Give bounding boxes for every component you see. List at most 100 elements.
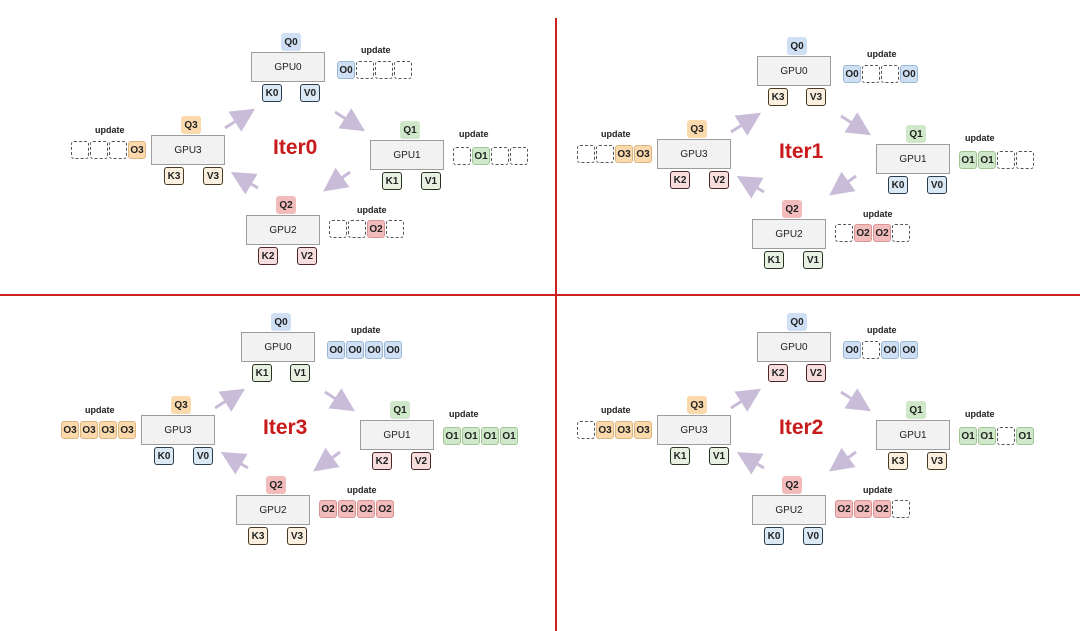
output-slot: O1 <box>978 427 996 445</box>
ring-arrow <box>313 447 341 472</box>
ring-arrow <box>730 388 762 412</box>
output-slot: O2 <box>854 500 872 518</box>
output-slot <box>329 220 347 238</box>
output-slot: O0 <box>843 341 861 359</box>
ring-arrow <box>829 447 857 472</box>
ring-arrow <box>840 112 872 136</box>
update-label: update <box>965 133 995 143</box>
output-buffer: O0 O0 <box>843 65 919 83</box>
update-label: update <box>601 405 631 415</box>
gpu-box: GPU0 <box>757 332 831 362</box>
output-slot: O0 <box>900 65 918 83</box>
value-chip: V0 <box>927 176 947 194</box>
value-chip: V0 <box>300 84 320 102</box>
query-chip: Q3 <box>687 396 707 414</box>
output-slot: O1 <box>443 427 461 445</box>
output-slot: O0 <box>327 341 345 359</box>
output-slot <box>577 145 595 163</box>
output-slot <box>881 65 899 83</box>
output-slot: O2 <box>873 500 891 518</box>
ring-arrow <box>736 175 765 199</box>
key-chip: K1 <box>382 172 402 190</box>
output-slot <box>394 61 412 79</box>
output-slot: O2 <box>376 500 394 518</box>
ring-arrow <box>323 167 351 192</box>
query-chip: Q1 <box>400 121 420 139</box>
output-slot <box>892 224 910 242</box>
update-label: update <box>867 49 897 59</box>
value-chip: V3 <box>806 88 826 106</box>
output-slot: O0 <box>346 341 364 359</box>
gpu-box: GPU1 <box>876 420 950 450</box>
output-slot: O3 <box>118 421 136 439</box>
query-chip: Q3 <box>687 120 707 138</box>
output-slot <box>356 61 374 79</box>
query-chip: Q3 <box>181 116 201 134</box>
output-slot <box>375 61 393 79</box>
ring-arrow <box>230 171 259 195</box>
value-chip: V2 <box>411 452 431 470</box>
output-slot: O0 <box>843 65 861 83</box>
output-slot: O3 <box>128 141 146 159</box>
value-chip: V3 <box>927 452 947 470</box>
output-slot: O1 <box>500 427 518 445</box>
output-slot: O0 <box>881 341 899 359</box>
output-slot: O2 <box>338 500 356 518</box>
output-slot: O2 <box>319 500 337 518</box>
output-slot: O1 <box>959 427 977 445</box>
key-chip: K1 <box>764 251 784 269</box>
iteration-title: Iter3 <box>263 416 308 439</box>
query-chip: Q2 <box>276 196 296 214</box>
query-chip: Q0 <box>271 313 291 331</box>
ring-arrow <box>334 108 366 132</box>
output-slot <box>491 147 509 165</box>
query-chip: Q0 <box>787 37 807 55</box>
output-slot: O0 <box>337 61 355 79</box>
query-chip: Q1 <box>390 401 410 419</box>
output-slot <box>90 141 108 159</box>
horizontal-divider <box>0 294 1080 296</box>
gpu-box: GPU0 <box>251 52 325 82</box>
update-label: update <box>357 205 387 215</box>
output-slot: O1 <box>1016 427 1034 445</box>
iteration-title: Iter1 <box>779 140 824 163</box>
output-slot: O2 <box>854 224 872 242</box>
output-slot <box>71 141 89 159</box>
gpu-box: GPU3 <box>657 139 731 169</box>
output-slot: O3 <box>61 421 79 439</box>
output-slot: O3 <box>80 421 98 439</box>
output-slot <box>109 141 127 159</box>
update-label: update <box>449 409 479 419</box>
output-slot <box>510 147 528 165</box>
output-slot: O3 <box>596 421 614 439</box>
output-slot: O3 <box>615 145 633 163</box>
output-slot <box>862 65 880 83</box>
query-chip: Q0 <box>787 313 807 331</box>
output-buffer: O3 <box>71 141 147 159</box>
gpu-box: GPU3 <box>141 415 215 445</box>
key-chip: K2 <box>372 452 392 470</box>
output-slot <box>835 224 853 242</box>
key-chip: K0 <box>764 527 784 545</box>
output-slot <box>453 147 471 165</box>
value-chip: V2 <box>297 247 317 265</box>
ring-arrow <box>324 388 356 412</box>
ring-arrow <box>730 112 762 136</box>
query-chip: Q3 <box>171 396 191 414</box>
key-chip: K2 <box>768 364 788 382</box>
output-slot: O1 <box>481 427 499 445</box>
query-chip: Q0 <box>281 33 301 51</box>
value-chip: V1 <box>290 364 310 382</box>
